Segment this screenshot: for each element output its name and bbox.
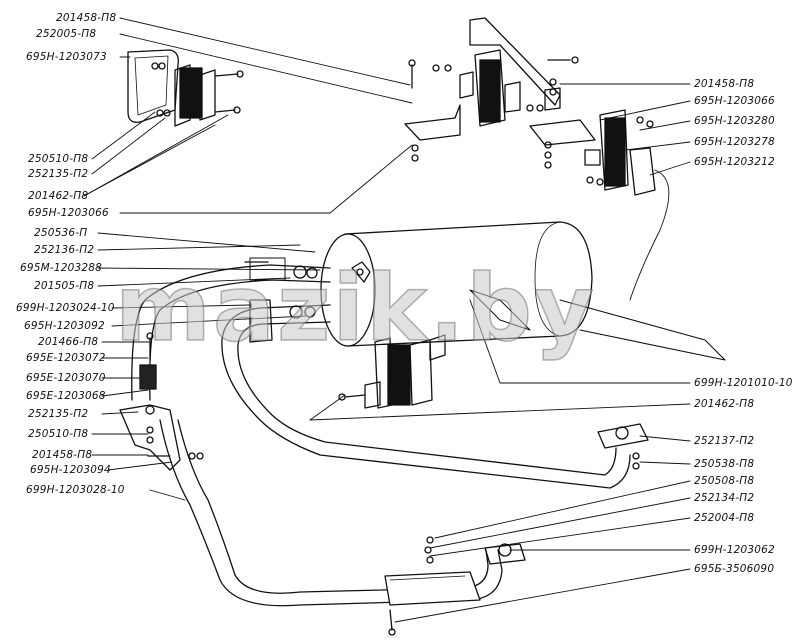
part-label: 250508-П8 — [694, 475, 755, 487]
part-label: 201458-П8 — [56, 12, 117, 24]
intake-pipe-upper — [131, 257, 331, 401]
bracket-top-right — [529, 109, 670, 301]
part-label: 695Б-3506090 — [694, 563, 775, 575]
part-label: 695Н-1203280 — [694, 115, 775, 127]
part-label: 252004-П8 — [694, 512, 755, 524]
part-label: 699Н-1203024-10 — [16, 302, 115, 314]
exhaust-pipe-long — [221, 299, 649, 489]
part-label: 250536-П — [34, 227, 88, 239]
part-label: 699Н-1203028-10 — [26, 484, 125, 496]
part-label: 250510-П8 — [28, 428, 89, 440]
bracket-top-left — [127, 49, 244, 127]
part-label: 252135-П2 — [28, 168, 89, 180]
part-label: 201466-П8 — [38, 336, 99, 348]
part-label: 695Е-1203068 — [26, 390, 106, 402]
part-label: 252134-П2 — [694, 492, 755, 504]
part-label: 250510-П8 — [28, 153, 89, 165]
part-label: 695Н-1203073 — [26, 51, 107, 63]
leader-lines — [83, 17, 691, 623]
part-label: 699Н-1203062 — [694, 544, 775, 556]
part-label: 695Н-1203212 — [694, 156, 775, 168]
part-label: 695Н-1203094 — [30, 464, 111, 476]
part-label: 252137-П2 — [694, 435, 755, 447]
part-label: 695Н-1203066 — [694, 95, 775, 107]
part-label: 250538-П8 — [694, 458, 755, 470]
part-label: 201458-П8 — [694, 78, 755, 90]
part-label: 699Н-1201010-10 — [694, 377, 793, 389]
muffler-body — [320, 221, 726, 361]
part-label: 695Е-1203072 — [26, 352, 106, 364]
part-label: 252135-П2 — [28, 408, 89, 420]
part-label: 252005-П8 — [36, 28, 97, 40]
part-label: 695Н-1203278 — [694, 136, 775, 148]
part-label: 201462-П8 — [28, 190, 89, 202]
tail-pipe-lower — [159, 419, 526, 636]
muffler-lower-clamp — [338, 334, 446, 409]
part-label: 201458-П8 — [32, 449, 93, 461]
part-label: 201462-П8 — [694, 398, 755, 410]
part-label: 695Н-1203066 — [28, 207, 109, 219]
part-label: 695Е-1203070 — [26, 372, 106, 384]
part-label: 201505-П8 — [34, 280, 95, 292]
part-label: 252136-П2 — [34, 244, 95, 256]
bracket-top-middle — [404, 17, 579, 162]
part-label: 695Н-1203092 — [24, 320, 105, 332]
left-hanger-bracket — [119, 332, 204, 471]
part-label: 695М-1203288 — [20, 262, 103, 274]
